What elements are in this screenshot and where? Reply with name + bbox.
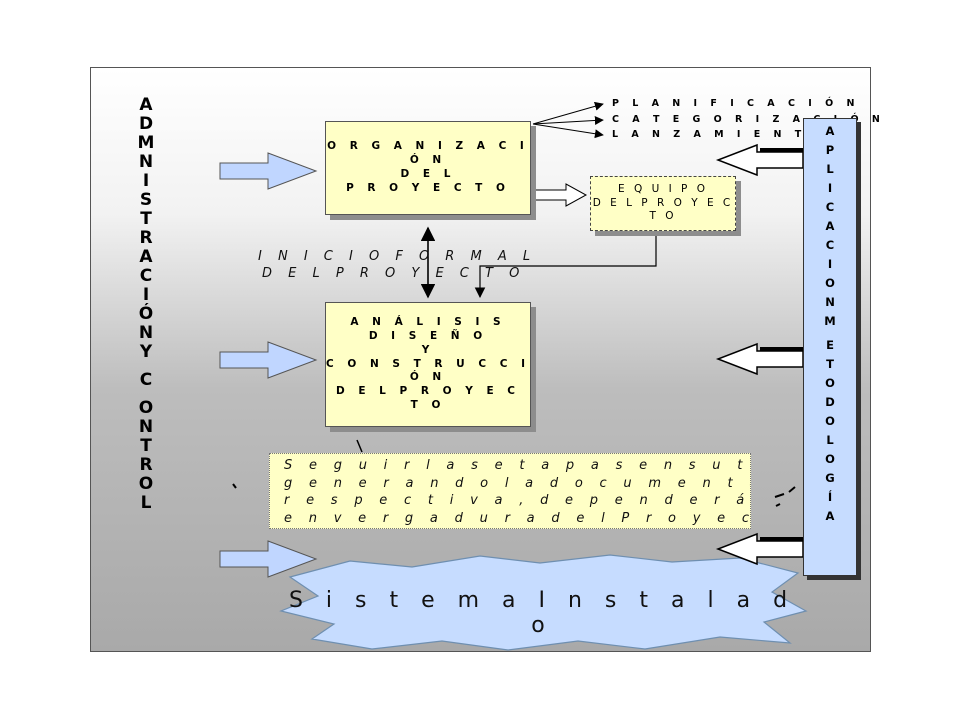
note-line: g e n e r a n d o l a d o c u m e n t a … — [284, 475, 750, 491]
categorizacion-label: C A T E G O R I Z A C I Ó N — [612, 114, 885, 125]
letter: N — [138, 152, 154, 172]
letter: A — [825, 124, 835, 138]
letter: D — [138, 114, 154, 134]
letter: D — [825, 395, 835, 409]
analisis-diseno-construccion-box: A N Á L I S I S D I S E Ñ O Y C O N S T … — [325, 302, 531, 427]
letter: O — [825, 276, 835, 290]
letter: C — [825, 200, 835, 214]
letter: P — [825, 143, 835, 157]
box-line: E Q U I P O — [618, 182, 708, 195]
lanzamiento-label: L A N Z A M I E N T O . — [612, 129, 845, 140]
letter: A — [139, 95, 153, 115]
box-line: D E L — [400, 168, 456, 180]
letter: M — [137, 133, 155, 153]
letter: C — [139, 370, 153, 390]
admin-arrow-3 — [219, 540, 318, 578]
box-line: D I S E Ñ O — [368, 329, 488, 342]
sistema-instalado-label: S i s t e m a I n s t a l a d o — [288, 588, 796, 638]
administracion-y-control-vertical-label: A D M N I S T R A C I Ó N Y C O N T R O … — [129, 97, 163, 514]
letter: Y — [139, 342, 153, 362]
box-line: P R O Y E C T O — [346, 181, 510, 194]
admin-arrow-2 — [219, 341, 318, 379]
letter: T — [140, 436, 152, 456]
letter: I — [827, 257, 833, 271]
letter: M — [824, 314, 836, 328]
note-line: r e s p e c t i v a , d e p e n d e r á … — [284, 493, 750, 508]
letter: A — [139, 247, 153, 267]
metodologia-arrow-2 — [715, 342, 804, 376]
letter: O — [138, 398, 154, 418]
letter: O — [825, 414, 835, 428]
letter: Ó — [138, 304, 154, 324]
sistema-instalado-starburst — [279, 554, 808, 651]
letter: R — [139, 455, 153, 475]
metodologia-arrow-3 — [715, 532, 804, 566]
letter: I — [142, 171, 150, 191]
letter: A — [825, 509, 835, 523]
note-line: e n v e r g a d u r a d e l P r o y e c … — [284, 510, 750, 526]
planificacion-label: P L A N I F I C A C I Ó N — [612, 98, 860, 109]
box-line: D E L P R O Y E C T O — [592, 196, 734, 223]
letter: L — [826, 162, 834, 176]
letter: Í — [827, 490, 833, 504]
metodologia-arrow-1 — [715, 143, 804, 177]
box-line: Y — [421, 343, 435, 356]
letter: C — [139, 266, 153, 286]
letter: E — [826, 338, 834, 352]
letter: R — [139, 228, 153, 248]
letter: L — [826, 433, 834, 447]
admin-arrow-1 — [219, 152, 318, 190]
letter: A — [825, 219, 835, 233]
aplicacion-metodologia-bar — [803, 118, 857, 576]
aplicacion-metodologia-vertical-label: A P L I C A C I O N M E T O D O L O G Í … — [816, 124, 844, 530]
branch-arrow-planificacion — [532, 101, 604, 125]
etapas-note: S e g u i r l a s e t a p a s e n s u t … — [269, 453, 751, 529]
organizacion-proyecto-box: O R G A N I Z A C I Ó N D E L P R O Y E … — [325, 121, 531, 215]
letter: S — [139, 190, 153, 210]
letter: G — [825, 471, 835, 485]
letter: L — [140, 493, 152, 513]
equipo-proyecto-box: E Q U I P O D E L P R O Y E C T O — [590, 176, 736, 231]
letter: O — [138, 474, 154, 494]
letter: I — [142, 285, 150, 305]
letter: T — [826, 357, 834, 371]
branch-arrow-lanzamiento — [532, 123, 604, 139]
equipo-arrow — [529, 183, 588, 207]
box-line: C O N S T R U C C I Ó N — [326, 357, 530, 384]
letter: N — [825, 295, 835, 309]
letter: I — [827, 181, 833, 195]
box-line: O R G A N I Z A C I Ó N — [327, 140, 529, 167]
box-line: D E L P R O Y E C T O — [335, 385, 520, 412]
branch-arrow-categorizacion — [532, 115, 604, 125]
box-line: A N Á L I S I S — [350, 315, 506, 328]
note-line: S e g u i r l a s e t a p a s e n s u t … — [284, 458, 750, 473]
equipo-connector — [474, 232, 657, 299]
letter: O — [825, 452, 835, 466]
letter: O — [825, 376, 835, 390]
letter: C — [825, 238, 835, 252]
letter: T — [140, 209, 152, 229]
inicio-formal-label-line2: D E L P R O Y E C T O — [262, 266, 526, 281]
inicio-formal-label-line1: I N I C I O F O R M A L — [258, 249, 537, 264]
letter: N — [138, 417, 154, 437]
letter: N — [138, 323, 154, 343]
